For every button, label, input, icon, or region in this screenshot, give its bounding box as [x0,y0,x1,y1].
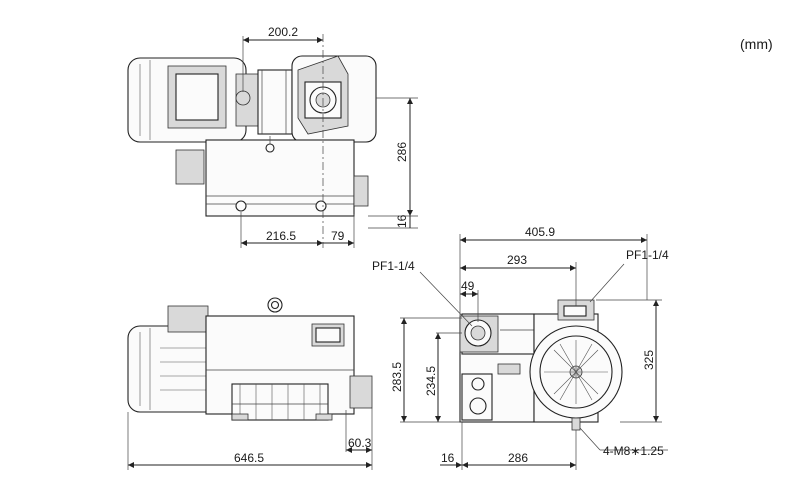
end-view-pump-body [459,313,535,423]
dim-293: 293 [507,253,527,267]
dim-646-5: 646.5 [234,451,264,465]
top-view-pump-head [291,55,377,143]
side-view-pump-body [205,297,373,421]
top-view: 200.2 286 16 216.5 79 [127,25,418,248]
mounting-label: 4-M8∗1.25 [603,444,664,458]
dim-286-vertical: 286 [395,142,409,162]
dim-79: 79 [331,229,345,243]
dim-286-end: 286 [508,451,528,465]
top-view-coupling [235,69,293,135]
side-view-motor [127,305,225,413]
end-view: 405.9 293 49 PF1-1/4 PF1-1/4 283.5 234.5… [372,225,669,470]
dim-283-5: 283.5 [390,362,404,392]
dim-216-5: 216.5 [266,229,296,243]
port-label-left: PF1-1/4 [372,259,415,273]
dim-200-2: 200.2 [268,25,298,39]
dim-60-3: 60.3 [348,436,372,450]
dim-49: 49 [461,279,475,293]
dim-16-top: 16 [395,214,409,228]
top-view-housing [175,136,369,217]
dim-325: 325 [642,350,656,370]
dim-405-9: 405.9 [525,225,555,239]
side-view: 60.3 646.5 [127,297,373,470]
units-label: (mm) [740,36,773,52]
dim-16-end: 16 [441,451,455,465]
dim-234-5: 234.5 [424,366,438,396]
port-label-right: PF1-1/4 [626,248,669,262]
end-view-motor [529,299,623,431]
